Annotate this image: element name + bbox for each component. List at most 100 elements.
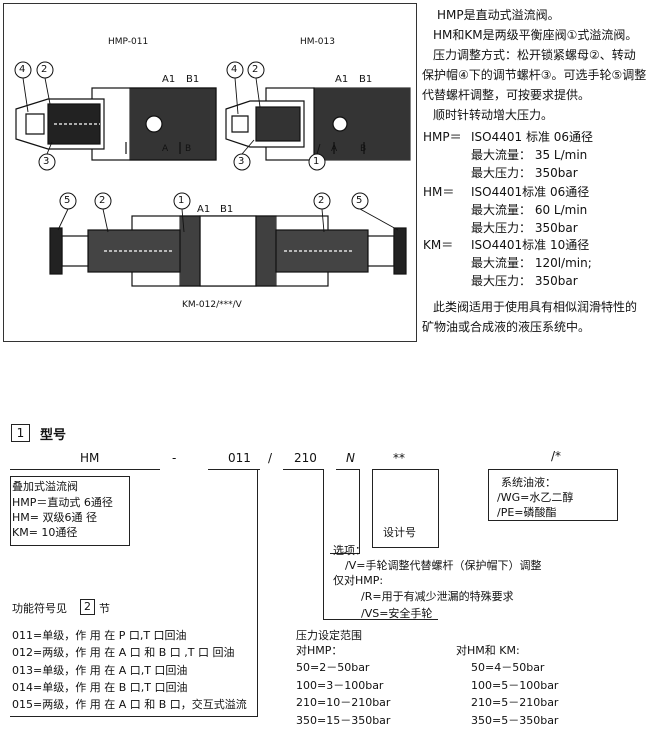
port-a1-hm: A1: [335, 74, 349, 85]
spec-iso: ISO4401标准 06通径: [471, 185, 590, 199]
fluid-box: [488, 469, 618, 521]
function-ref-box: 2: [80, 599, 95, 615]
note-line-2: 矿物油或合成液的液压系统中。: [422, 320, 591, 334]
callout-5-left: 5: [64, 195, 71, 206]
desc-line-6: 顺时针转动增大压力。: [433, 108, 554, 122]
function-item: 015=两级，作 用 在 A 口 和 B 口，交互式溢流: [12, 698, 247, 711]
callout-2-hm: 2: [252, 64, 259, 75]
code-dash: -: [172, 451, 177, 465]
code-underline-210: [283, 469, 323, 470]
port-b1-hmp: B1: [186, 74, 200, 85]
option-vs: /VS=安全手轮: [361, 607, 433, 620]
callout-2-km-left: 2: [99, 195, 106, 206]
spec-iso: ISO4401 标准 06通径: [471, 130, 594, 144]
pressure-title: 压力设定范围: [296, 629, 362, 642]
code-underline-011: [208, 469, 260, 470]
hm-013-label: HM-013: [300, 37, 335, 47]
port-a1-km: A1: [197, 204, 211, 215]
spec-flow: 最大流量： 35 L/min: [471, 148, 588, 162]
pressure-km-item: 350=5－350bar: [471, 714, 559, 727]
port-b-small-hmp: B: [185, 144, 192, 154]
pressure-km-item: 100=5－100bar: [471, 679, 559, 692]
callout-5-right: 5: [356, 195, 363, 206]
code-underline-n: [336, 469, 360, 470]
option-r: /R=用于有减少泄漏的特殊要求: [361, 590, 514, 603]
function-item: 014=单级，作 用 在 B 口,T 口回油: [12, 681, 188, 694]
design-hline: [372, 547, 439, 548]
code-stars: **: [393, 451, 405, 465]
section-number: 1: [16, 426, 25, 440]
spec-model: KM＝: [423, 238, 454, 252]
fluid-line-2: /WG=水乙二醇: [497, 491, 574, 504]
function-item: 012=两级，作 用 在 A 口 和 B 口 ,T 口 回油: [12, 646, 235, 659]
callout-2: 2: [41, 64, 48, 75]
spec-model: HMP＝: [423, 130, 462, 144]
valve-diagram-panel: HMP-011 HM-013 KM-012/***/V 4 2 3 4 2 3 …: [3, 3, 417, 342]
function-item: 013=单级，作 用 在 A 口,T 口回油: [12, 664, 188, 677]
callout-4-hm: 4: [231, 64, 238, 75]
callout-2-km-right: 2: [318, 195, 325, 206]
function-ref-number: 2: [84, 600, 91, 613]
hmp-011-label: HMP-011: [108, 37, 149, 47]
port-b1-km: B1: [220, 204, 234, 215]
function-item: 011=单级，作 用 在 P 口,T 口回油: [12, 629, 187, 642]
spec-pressure: 最大压力： 350bar: [471, 166, 578, 180]
valve-cross-section-drawing: [14, 61, 411, 287]
spec-flow: 最大流量： 120l/min;: [471, 256, 592, 270]
desc-line-2: HM和KM是两级平衡座阀①式溢流阀。: [433, 28, 638, 42]
function-suffix: 节: [99, 602, 110, 615]
options-vline: [359, 469, 360, 554]
pressure-hmp-item: 350=15－350bar: [296, 714, 391, 727]
section-title: 型号: [40, 428, 67, 443]
callout-3: 3: [43, 156, 50, 167]
pressure-km-item: 210=5－210bar: [471, 696, 559, 709]
code-hm: HM: [80, 451, 100, 465]
note-line-1: 此类阀适用于使用具有相似润滑特性的: [433, 300, 638, 314]
code-underline-hm: [10, 469, 160, 470]
hmp-011-drawing: [15, 87, 217, 161]
km-012-label: KM-012/***/V: [182, 300, 242, 310]
code-tail: /*: [551, 449, 562, 463]
callout-3-hm: 3: [238, 156, 245, 167]
section-number-box: 1: [11, 424, 30, 442]
options-hline: [330, 553, 360, 554]
pressure-hline: [323, 619, 438, 620]
spec-flow: 最大流量： 60 L/min: [471, 203, 588, 217]
callout-4: 4: [19, 64, 26, 75]
function-hline: [10, 716, 258, 717]
pressure-km-title: 对HM和 KM:: [456, 644, 520, 657]
design-vline: [438, 469, 439, 548]
options-title: 选项：: [333, 544, 366, 557]
pressure-km-item: 50=4－50bar: [471, 661, 545, 674]
code-n: N: [346, 451, 355, 465]
callout-1-hm: 1: [313, 156, 320, 167]
pressure-vline: [323, 469, 324, 620]
pressure-hmp-item: 50=2－50bar: [296, 661, 370, 674]
option-v: /V=手轮调整代替螺杆（保护帽下）调整: [345, 559, 542, 572]
desc-line-5: 代替螺杆调整，可按要求提供。: [422, 88, 591, 102]
design-number: 设计号: [383, 526, 416, 539]
code-210: 210: [294, 451, 317, 465]
callout-1-km: 1: [178, 195, 185, 206]
type-box: [10, 476, 130, 546]
function-prefix: 功能符号见: [12, 602, 67, 615]
type-line-1: 叠加式溢流阀: [12, 480, 78, 493]
port-a-small-hmp: A: [162, 144, 169, 154]
port-b-small-hm: B: [360, 144, 367, 154]
km-012-drawing: [49, 215, 407, 287]
design-vline-left: [372, 469, 373, 548]
option-hmp-only: 仅对HMP:: [333, 574, 384, 587]
port-a-small-hm: A: [331, 144, 338, 154]
spec-model: HM＝: [423, 185, 455, 199]
code-slash: /: [268, 451, 273, 465]
port-a1-hmp: A1: [162, 74, 176, 85]
desc-line-1: HMP是直动式溢流阀。: [437, 8, 560, 22]
desc-line-4: 保护帽④下的调节螺杆③。可选手轮⑤调整: [422, 68, 647, 82]
pressure-hmp-title: 对HMP：: [296, 644, 343, 657]
code-underline-stars: [372, 469, 438, 470]
type-line-3: HM= 双级6通 径: [12, 511, 97, 524]
desc-line-3: 压力调整方式：松开锁紧螺母②、转动: [433, 48, 636, 62]
fluid-line-1: 系统油液：: [501, 476, 556, 489]
port-b1-hm: B1: [359, 74, 373, 85]
type-line-2: HMP＝直动式 6通径: [12, 496, 113, 509]
